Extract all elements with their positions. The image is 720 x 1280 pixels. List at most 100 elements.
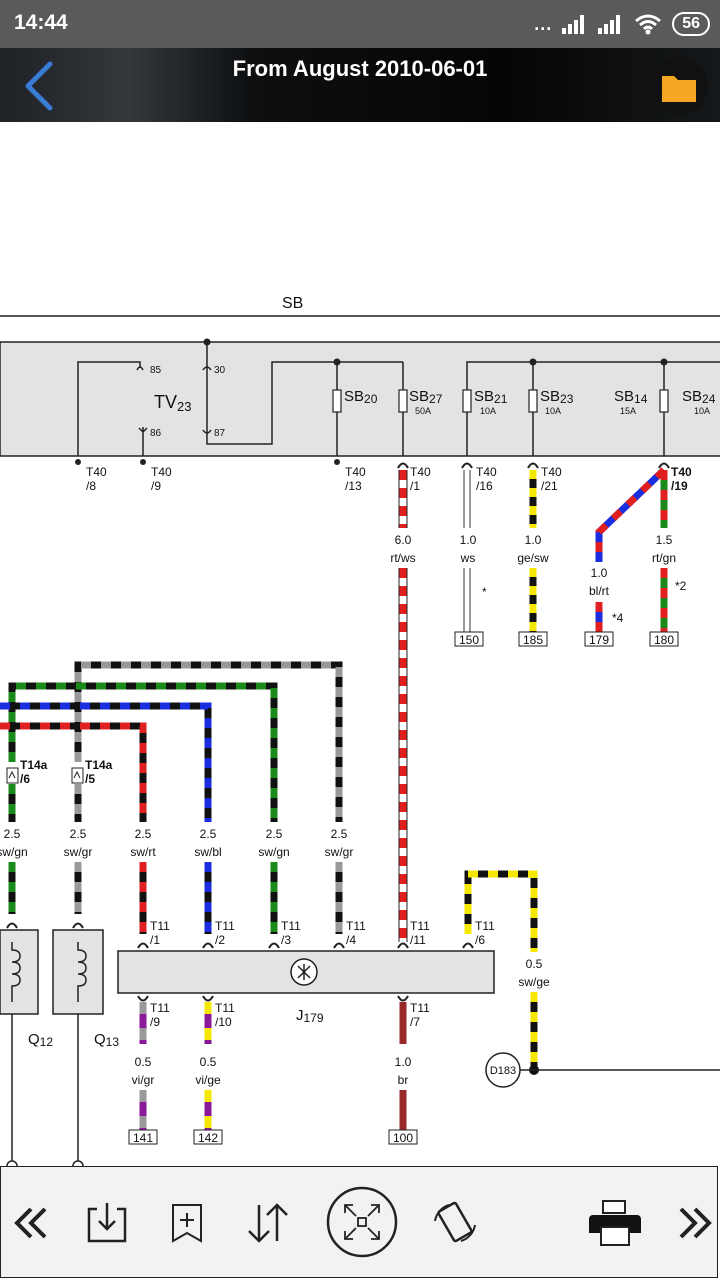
svg-text:/11: /11 bbox=[410, 933, 426, 947]
diagram-svg: SB 85 86 30 87 TV23 SB20 SB27 50A SB21 1… bbox=[0, 295, 720, 1166]
wire-color: ge/sw bbox=[517, 551, 549, 565]
relay-pin-30: 30 bbox=[214, 365, 226, 376]
wire-color: sw/ge bbox=[518, 975, 550, 989]
svg-text:15A: 15A bbox=[620, 406, 636, 416]
svg-text:SB24: SB24 bbox=[682, 388, 716, 406]
svg-text:/19: /19 bbox=[671, 479, 688, 493]
connector-t40-13: T40 bbox=[345, 465, 366, 479]
wire-color: sw/gr bbox=[64, 845, 93, 859]
chevron-left-icon bbox=[25, 61, 53, 111]
svg-text:50A: 50A bbox=[415, 406, 431, 416]
svg-text:/13: /13 bbox=[345, 479, 362, 493]
bottom-toolbar bbox=[0, 1166, 718, 1278]
signal-bars-icon bbox=[598, 15, 621, 34]
reference-box: 180 bbox=[654, 633, 674, 647]
connector-t11-10: T11 bbox=[215, 1001, 235, 1015]
wire-color: sw/gr bbox=[325, 845, 354, 859]
bookmark-add-icon bbox=[172, 1204, 202, 1243]
fuse-sb21: SB21 10A bbox=[462, 388, 508, 416]
svg-text:/5: /5 bbox=[85, 772, 95, 786]
connector-t11-11: T11 bbox=[410, 919, 430, 933]
wire-color: vi/gr bbox=[132, 1073, 155, 1087]
wire-size: 1.0 bbox=[460, 533, 477, 547]
reference-box: 141 bbox=[133, 1131, 153, 1145]
connector-t11-1: T11 bbox=[150, 919, 170, 933]
note-marker: *2 bbox=[675, 579, 687, 593]
svg-text:/2: /2 bbox=[215, 933, 225, 947]
wire-size: 0.5 bbox=[200, 1055, 217, 1069]
svg-text:/9: /9 bbox=[150, 1015, 160, 1029]
svg-text:/3: /3 bbox=[281, 933, 291, 947]
relay-pin-86: 86 bbox=[150, 428, 162, 439]
wire-color: br bbox=[398, 1073, 409, 1087]
double-chevron-left-icon bbox=[14, 1207, 47, 1239]
folder-icon bbox=[650, 57, 708, 115]
svg-text:/10: /10 bbox=[215, 1015, 232, 1029]
component-label: Q12 bbox=[28, 1031, 53, 1049]
reference-box: 185 bbox=[523, 633, 543, 647]
svg-text:/1: /1 bbox=[410, 479, 420, 493]
connector-t40-21: T40 bbox=[541, 465, 562, 479]
folder-button[interactable] bbox=[648, 56, 710, 116]
wire-size: 2.5 bbox=[266, 827, 283, 841]
connector-t40-19: T40 bbox=[671, 465, 692, 479]
battery-icon: 56 bbox=[672, 12, 710, 36]
page-title: From August 2010-06-01 bbox=[232, 56, 488, 81]
note-marker: *4 bbox=[612, 611, 624, 625]
control-unit-label: J179 bbox=[296, 1007, 324, 1025]
svg-text:10A: 10A bbox=[480, 406, 496, 416]
download-button[interactable] bbox=[75, 1191, 139, 1255]
wire-color: ws bbox=[460, 551, 476, 565]
fuse-sb20: SB20 bbox=[332, 388, 378, 413]
svg-text:10A: 10A bbox=[545, 406, 561, 416]
previous-page-button[interactable] bbox=[1, 1191, 65, 1255]
fit-screen-button[interactable] bbox=[325, 1185, 399, 1259]
wire-size: 1.5 bbox=[656, 533, 673, 547]
reference-box: 142 bbox=[198, 1131, 218, 1145]
svg-text:/8: /8 bbox=[86, 479, 96, 493]
connector-t40-1: T40 bbox=[410, 465, 431, 479]
fuse-sb14: SB14 15A bbox=[614, 388, 669, 416]
status-dots: ... bbox=[534, 13, 553, 34]
print-button[interactable] bbox=[583, 1191, 647, 1255]
svg-text:/6: /6 bbox=[20, 772, 30, 786]
bookmark-button[interactable] bbox=[155, 1191, 219, 1255]
status-time: 14:44 bbox=[14, 11, 68, 34]
connector-t40-16: T40 bbox=[476, 465, 497, 479]
relay-pin-85: 85 bbox=[150, 365, 162, 376]
svg-text:10A: 10A bbox=[694, 406, 710, 416]
reference-box: 179 bbox=[589, 633, 609, 647]
relay-pin-87: 87 bbox=[214, 428, 226, 439]
svg-text:/16: /16 bbox=[476, 479, 493, 493]
connector-t40-8: T40 bbox=[86, 465, 107, 479]
wire-color: sw/bl bbox=[194, 845, 221, 859]
svg-text:/4: /4 bbox=[346, 933, 356, 947]
connector-t40-9: T40 bbox=[151, 465, 172, 479]
wire-color: vi/ge bbox=[195, 1073, 221, 1087]
status-icons: ... 56 bbox=[534, 8, 710, 40]
fuse-sb23: SB23 10A bbox=[528, 388, 574, 416]
reference-box: 150 bbox=[459, 633, 479, 647]
app-header: From August 2010-06-01 bbox=[0, 48, 720, 122]
relay-label: TV23 bbox=[154, 392, 191, 414]
wire-size: 0.5 bbox=[526, 957, 543, 971]
ground-point-label: D183 bbox=[490, 1065, 516, 1077]
svg-text:SB27: SB27 bbox=[409, 388, 443, 406]
wire-color: sw/gn bbox=[0, 845, 28, 859]
svg-text:/1: /1 bbox=[150, 933, 160, 947]
wire-color: sw/gn bbox=[258, 845, 289, 859]
wiring-diagram[interactable]: SB 85 86 30 87 TV23 SB20 SB27 50A SB21 1… bbox=[0, 122, 720, 1166]
wire-bl-rt bbox=[595, 467, 667, 632]
wire-size: 1.0 bbox=[395, 1055, 412, 1069]
back-button[interactable] bbox=[18, 60, 64, 112]
wire-size: 2.5 bbox=[70, 827, 87, 841]
next-page-button[interactable] bbox=[661, 1191, 720, 1255]
wifi-icon bbox=[635, 14, 662, 35]
connector-t14a-6: T14a bbox=[20, 758, 48, 772]
sort-icon bbox=[248, 1203, 288, 1243]
sort-button[interactable] bbox=[235, 1191, 299, 1255]
svg-text:SB21: SB21 bbox=[474, 388, 508, 406]
wire-harness bbox=[0, 661, 343, 822]
rotate-button[interactable] bbox=[423, 1191, 487, 1255]
svg-text:SB23: SB23 bbox=[540, 388, 574, 406]
